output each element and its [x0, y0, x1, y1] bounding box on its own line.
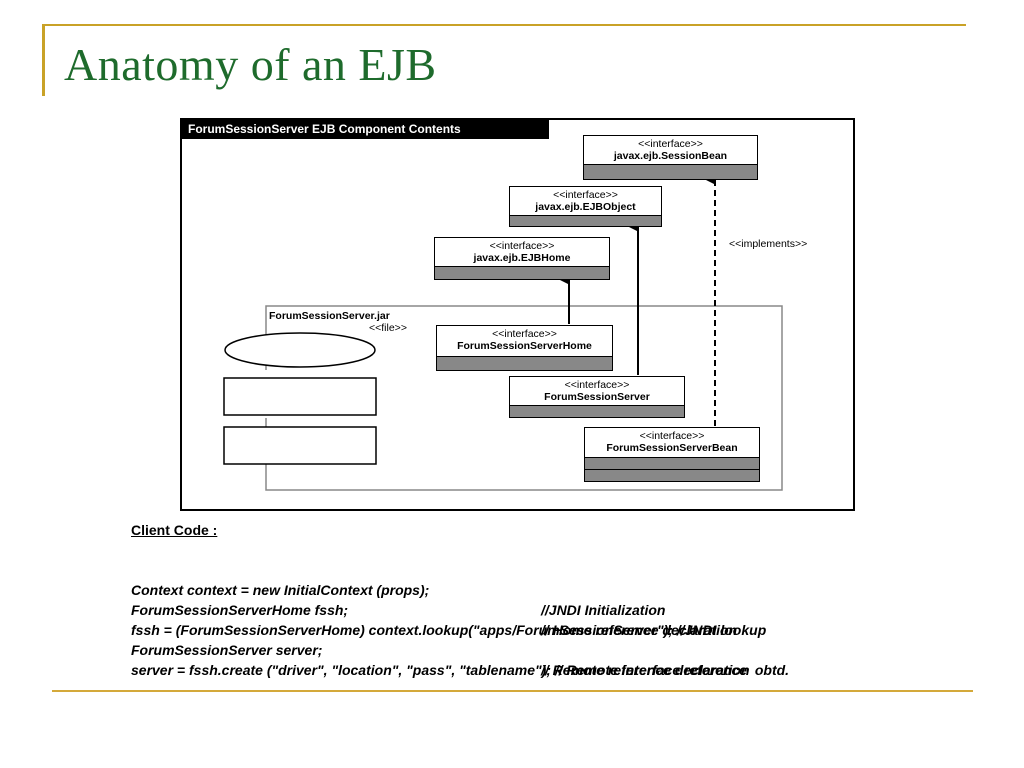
jar-descriptor-box: [223, 426, 377, 465]
serverhome-name: ForumSessionServerHome: [457, 340, 592, 352]
code-statement: server = fssh.create ("driver", "locatio…: [131, 662, 790, 678]
ejbhome-name: javax.ejb.EJBHome: [473, 252, 571, 264]
jar-stereotype: <<file>>: [369, 322, 407, 334]
ejbhome-compartment: [435, 266, 609, 279]
diagram-connectors: [223, 175, 783, 491]
diagram-header: ForumSessionServer EJB Component Content…: [182, 120, 549, 139]
jar-manifest-box: [223, 377, 377, 416]
ejbobject-interface-box: <<interface>> javax.ejb.EJBObject: [509, 186, 662, 227]
code-line: ForumSessionServerHome fssh; // Home ref…: [131, 580, 991, 638]
client-code-block: Client Code : Context context = new Init…: [131, 520, 991, 678]
serverhome-interface-box: <<interface>> ForumSessionServerHome: [436, 325, 613, 371]
sessionbean-stereotype: <<interface>>: [638, 138, 703, 150]
code-comment: // Home reference declaration: [541, 622, 738, 638]
code-comment: //JNDI Initialization: [541, 602, 666, 618]
serverhome-compartment: [437, 356, 612, 370]
title-accent-vertical-line: [42, 24, 45, 96]
sessionbean-compartment: [584, 164, 757, 179]
serverbean-stereotype: <<interface>>: [639, 430, 705, 442]
serverbean-methods-compartment: [585, 469, 759, 481]
code-line: Context context = new InitialContext (pr…: [131, 560, 991, 618]
slide-title: Anatomy of an EJB: [64, 39, 437, 90]
ejbhome-stereotype: <<interface>>: [489, 240, 555, 252]
code-comment: // Remote reference declaration: [541, 662, 750, 678]
ejb-component-diagram: ForumSessionServer EJB Component Content…: [180, 118, 855, 511]
code-statement: ForumSessionServer server;: [131, 642, 323, 658]
server-compartment: [510, 405, 684, 417]
client-code-heading: Client Code :: [131, 522, 218, 538]
sessionbean-name: javax.ejb.SessionBean: [613, 150, 728, 162]
ejbobject-compartment: [510, 215, 661, 226]
serverbean-class-box: <<interface>> ForumSessionServerBean: [584, 427, 760, 482]
jar-container-outline: [265, 305, 783, 491]
jar-file-ellipse: [224, 332, 376, 368]
server-interface-box: <<interface>> ForumSessionServer: [509, 376, 685, 418]
server-name: ForumSessionServer: [544, 391, 650, 403]
code-statement: ForumSessionServerHome fssh;: [131, 602, 349, 618]
jar-label: ForumSessionServer.jar <<file>>: [269, 310, 407, 334]
code-line: fssh = (ForumSessionServerHome) context.…: [131, 600, 991, 638]
code-statement: fssh = (ForumSessionServerHome) context.…: [131, 622, 767, 638]
serverbean-name: ForumSessionServerBean: [606, 442, 738, 454]
code-line: server = fssh.create ("driver", "locatio…: [131, 640, 991, 678]
serverhome-stereotype: <<interface>>: [492, 328, 557, 340]
code-line: ForumSessionServer server; // Remote ref…: [131, 620, 991, 678]
server-stereotype: <<interface>>: [564, 379, 630, 391]
title-accent-horizontal-line: [42, 24, 966, 26]
jar-name: ForumSessionServer.jar: [269, 310, 390, 322]
sessionbean-interface-box: <<interface>> javax.ejb.SessionBean: [583, 135, 758, 180]
implements-label: <<implements>>: [729, 238, 808, 250]
ejbhome-interface-box: <<interface>> javax.ejb.EJBHome: [434, 237, 610, 280]
footer-accent-line: [52, 690, 973, 692]
serverbean-attributes-compartment: [585, 457, 759, 470]
code-statement: Context context = new InitialContext (pr…: [131, 582, 430, 598]
ejbobject-name: javax.ejb.EJBObject: [535, 201, 636, 213]
ejbobject-stereotype: <<interface>>: [553, 189, 618, 201]
